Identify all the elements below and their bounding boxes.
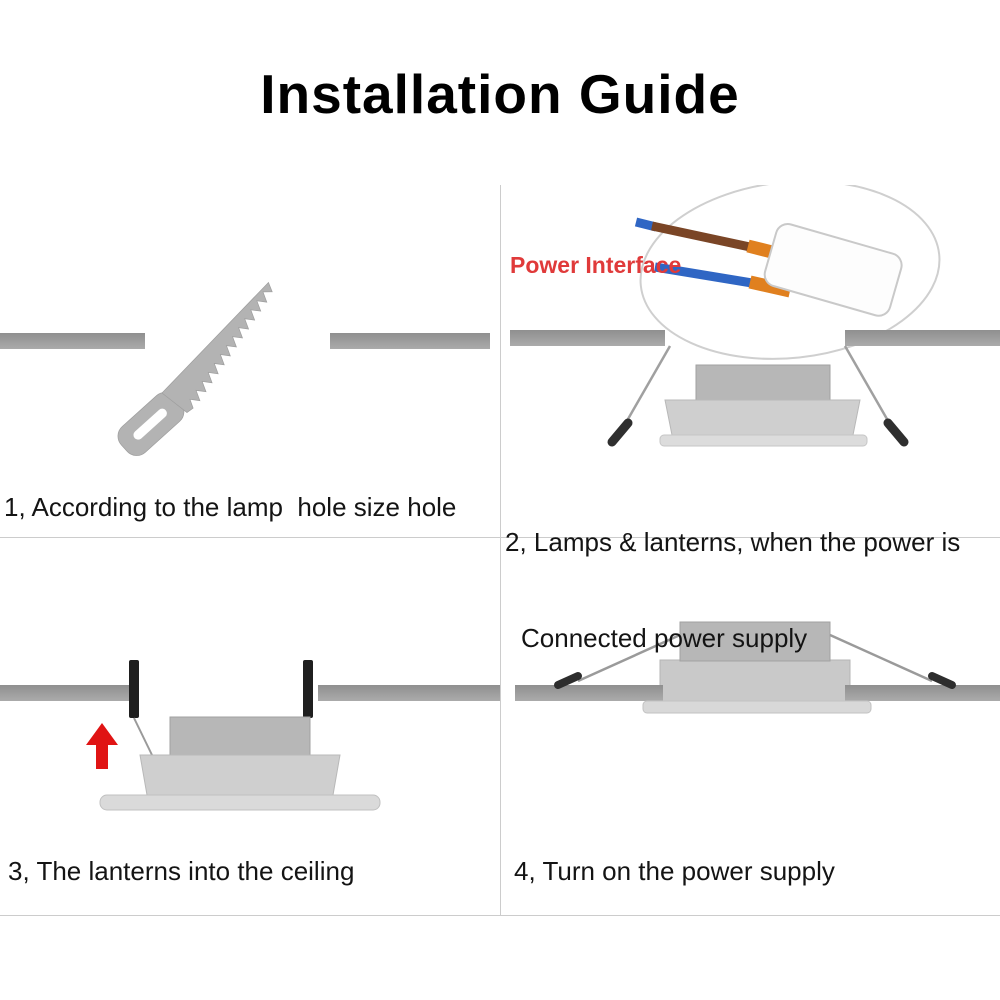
lamp-driver-box (695, 364, 831, 401)
spring-clip-left (607, 418, 633, 447)
wire-blue (654, 262, 753, 288)
lamp-bezel (659, 434, 868, 447)
ceiling-bar-left (0, 333, 145, 349)
spring-clip-right (883, 418, 909, 447)
ceiling-bar-left (510, 330, 665, 346)
step4-caption: 4, Turn on the power supply (514, 856, 835, 886)
lamp-body (659, 659, 851, 703)
spring-clip-right (928, 672, 956, 689)
step3-illustration (0, 660, 500, 811)
step1-caption: 1, According to the lamp hole size hole (4, 492, 457, 522)
step3-caption: 3, The lanterns into the ceiling (8, 856, 355, 886)
spring-wire-right (829, 633, 933, 683)
horizontal-divider-middle (0, 537, 1000, 538)
step4-illustration (515, 621, 1000, 714)
lamp-bezel (99, 794, 381, 811)
vertical-divider (500, 185, 501, 915)
power-interface-label: Power Interface (510, 252, 682, 278)
spring-wire-right (843, 345, 897, 434)
terminal-block (763, 223, 903, 317)
spring-clip-left (554, 672, 582, 689)
spring-clip-right (303, 660, 313, 718)
saw-blade (161, 281, 273, 413)
lamp-driver-box (169, 716, 311, 756)
lamp-driver-box (679, 621, 831, 662)
spring-wire-left (618, 345, 672, 434)
step2-caption-line1: 2, Lamps & lanterns, when the power is (505, 527, 961, 558)
spring-wire-left (133, 717, 153, 756)
step2-caption-line2: Connected power supply (521, 622, 808, 653)
ceiling-bar-left (515, 685, 663, 701)
spring-wire-left (577, 633, 681, 683)
saw-icon (117, 281, 273, 456)
lamp-bezel (642, 700, 872, 714)
lamp-body (139, 754, 341, 796)
ceiling-bar-right (845, 330, 1000, 346)
ceiling-bar-left (0, 685, 130, 701)
horizontal-divider-bottom (0, 915, 1000, 916)
step2-caption: 2, Lamps & lanterns, when the power is C… (505, 464, 960, 718)
wire-brown (651, 221, 751, 252)
step2-illustration (510, 185, 1000, 447)
ceiling-bar-right (330, 333, 490, 349)
spring-clip-left (129, 660, 139, 718)
saw-handle-slot (133, 408, 167, 440)
up-arrow-icon (86, 723, 118, 769)
step1-illustration (0, 281, 490, 456)
ceiling-bar-right (318, 685, 500, 701)
lamp-body (664, 399, 861, 436)
page-title: Installation Guide (260, 63, 740, 125)
ceiling-bar-right (845, 685, 1000, 701)
wire-connector-illustration (634, 217, 903, 317)
